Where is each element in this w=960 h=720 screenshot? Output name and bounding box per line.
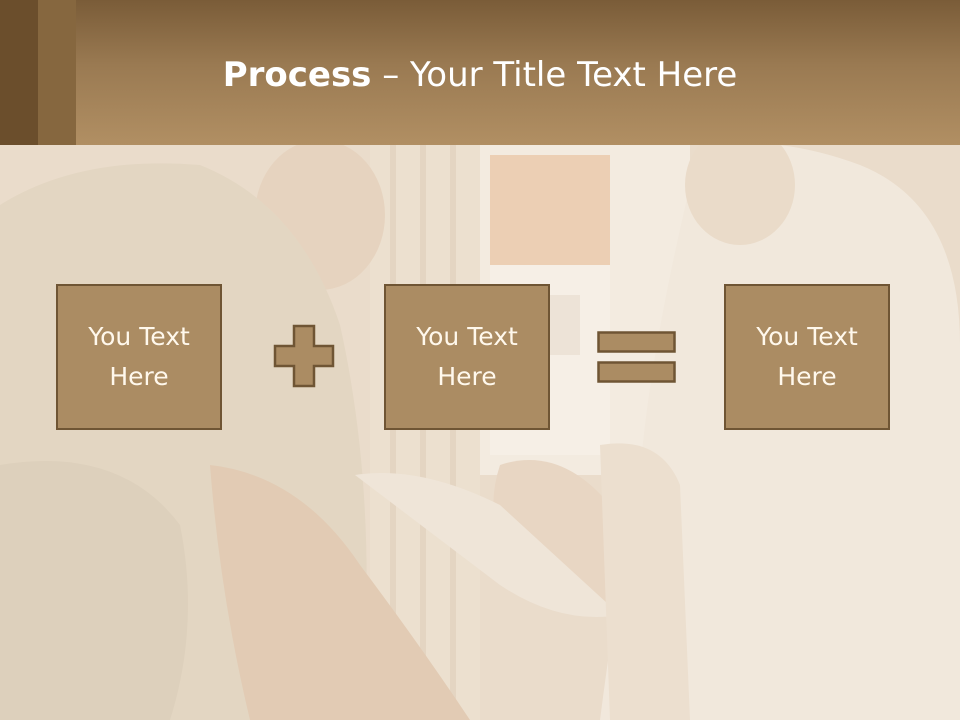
title-rest: – Your Title Text Here <box>371 55 738 95</box>
process-step-3-line2: Here <box>777 362 837 391</box>
title-banner: Process – Your Title Text Here <box>0 0 960 145</box>
process-step-2-box[interactable]: You Text Here <box>384 284 550 430</box>
process-step-3-box[interactable]: You Text Here <box>724 284 890 430</box>
banner-accent-strip <box>38 0 76 145</box>
process-step-1-line1: You Text <box>88 322 190 351</box>
process-step-2-line1: You Text <box>416 322 518 351</box>
process-step-1-line2: Here <box>109 362 169 391</box>
background-photo-illustration <box>0 145 960 720</box>
slide-title[interactable]: Process – Your Title Text Here <box>0 50 960 100</box>
equals-icon <box>597 331 676 383</box>
plus-icon <box>273 324 335 388</box>
process-step-2-line2: Here <box>437 362 497 391</box>
process-step-1-box[interactable]: You Text Here <box>56 284 222 430</box>
process-step-3-line1: You Text <box>756 322 858 351</box>
title-bold: Process <box>222 55 372 95</box>
banner-accent-strip <box>0 0 38 145</box>
background-photo <box>0 145 960 720</box>
